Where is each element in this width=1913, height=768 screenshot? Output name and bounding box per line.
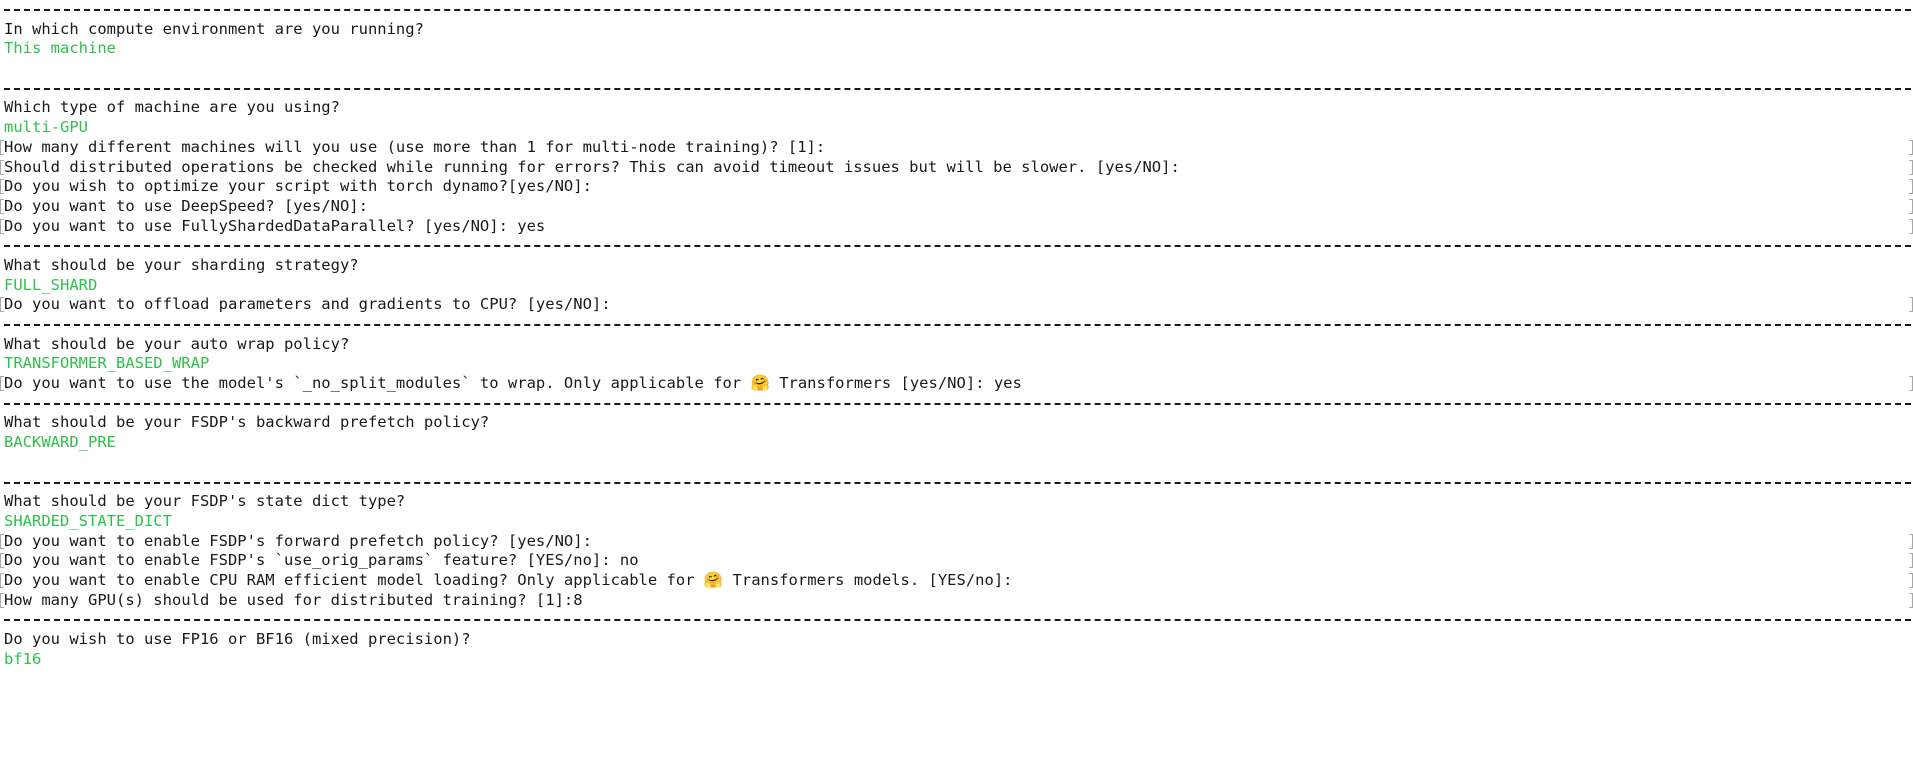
prompt-line-text: Do you want to use DeepSpeed? [yes/NO]: bbox=[4, 196, 368, 215]
prompt-line: Do you want to enable FSDP's `use_orig_p… bbox=[0, 551, 1913, 571]
prompt-line: Do you want to use DeepSpeed? [yes/NO]: bbox=[0, 197, 1913, 217]
prompt-text-tail: Transformers models. [YES/no]: bbox=[723, 570, 1013, 589]
prompt-line-text: How many GPU(s) should be used for distr… bbox=[4, 590, 583, 609]
prompt-line-text: Do you want to use FullyShardedDataParal… bbox=[4, 216, 546, 235]
wrap-marker-right-icon bbox=[1909, 572, 1913, 588]
wrap-marker-right-icon bbox=[1909, 376, 1913, 392]
prompt-line-text: How many different machines will you use… bbox=[4, 137, 826, 156]
wrap-marker-right-icon bbox=[1909, 533, 1913, 549]
question-text-text: In which compute environment are you run… bbox=[4, 19, 424, 38]
wrap-marker-right-icon bbox=[1909, 198, 1913, 214]
wrap-marker-left-icon bbox=[0, 297, 4, 313]
prompt-line: Do you wish to optimize your script with… bbox=[0, 177, 1913, 197]
prompt-line-text: Do you wish to optimize your script with… bbox=[4, 177, 592, 196]
separator-rule bbox=[0, 394, 1913, 414]
prompt-line: Do you want to use FullyShardedDataParal… bbox=[0, 217, 1913, 237]
separator-rule bbox=[0, 610, 1913, 630]
selected-answer-text: SHARDED_STATE_DICT bbox=[4, 511, 172, 530]
wrap-marker-left-icon bbox=[0, 533, 4, 549]
selected-answer: TRANSFORMER_BASED_WRAP bbox=[0, 354, 1913, 374]
wrap-marker-left-icon bbox=[0, 376, 4, 392]
wrap-marker-left-icon bbox=[0, 139, 4, 155]
selected-answer-text: This machine bbox=[4, 39, 116, 58]
separator-dashes bbox=[4, 87, 1911, 90]
question-text-text: What should be your sharding strategy? bbox=[4, 255, 359, 274]
prompt-text: Do you want to enable CPU RAM efficient … bbox=[4, 570, 704, 589]
wrap-marker-left-icon bbox=[0, 553, 4, 569]
blank-line bbox=[0, 453, 1913, 473]
separator-rule bbox=[0, 315, 1913, 335]
selected-answer: This machine bbox=[0, 39, 1913, 59]
separator-dashes bbox=[4, 245, 1911, 248]
separator-rule bbox=[0, 473, 1913, 493]
wrap-marker-right-icon bbox=[1909, 159, 1913, 175]
wrap-marker-right-icon bbox=[1909, 297, 1913, 313]
question-text-text: Which type of machine are you using? bbox=[4, 98, 340, 117]
question-text-text: What should be your FSDP's backward pref… bbox=[4, 413, 490, 432]
hugging-face-icon: 🤗 bbox=[750, 374, 770, 393]
wrap-marker-right-icon bbox=[1909, 592, 1913, 608]
prompt-line: How many different machines will you use… bbox=[0, 138, 1913, 158]
wrap-marker-left-icon bbox=[0, 159, 4, 175]
prompt-line-text: Should distributed operations be checked… bbox=[4, 157, 1180, 176]
wrap-marker-left-icon bbox=[0, 592, 4, 608]
question-text: What should be your FSDP's state dict ty… bbox=[0, 492, 1913, 512]
wrap-marker-right-icon bbox=[1909, 553, 1913, 569]
prompt-line: Do you want to offload parameters and gr… bbox=[0, 295, 1913, 315]
wrap-marker-left-icon bbox=[0, 218, 4, 234]
question-text: Do you wish to use FP16 or BF16 (mixed p… bbox=[0, 630, 1913, 650]
hugging-face-icon: 🤗 bbox=[703, 570, 724, 589]
selected-answer: FULL_SHARD bbox=[0, 276, 1913, 296]
question-text: What should be your FSDP's backward pref… bbox=[0, 413, 1913, 433]
wrap-marker-right-icon bbox=[1909, 179, 1913, 195]
selected-answer: BACKWARD_PRE bbox=[0, 433, 1913, 453]
wrap-marker-left-icon bbox=[0, 179, 4, 195]
prompt-line: Do you want to enable FSDP's forward pre… bbox=[0, 532, 1913, 552]
blank-line bbox=[0, 59, 1913, 79]
prompt-line-text: Do you want to enable FSDP's forward pre… bbox=[4, 531, 592, 550]
prompt-line: How many GPU(s) should be used for distr… bbox=[0, 591, 1913, 611]
separator-rule bbox=[0, 0, 1913, 20]
selected-answer: multi-GPU bbox=[0, 118, 1913, 138]
separator-dashes bbox=[4, 402, 1911, 405]
selected-answer-text: multi-GPU bbox=[4, 118, 88, 137]
separator-dashes bbox=[4, 481, 1911, 484]
selected-answer: SHARDED_STATE_DICT bbox=[0, 512, 1913, 532]
separator-dashes bbox=[4, 619, 1911, 622]
question-text-text: Do you wish to use FP16 or BF16 (mixed p… bbox=[4, 630, 471, 648]
question-text: What should be your sharding strategy? bbox=[0, 256, 1913, 276]
prompt-line: Should distributed operations be checked… bbox=[0, 158, 1913, 178]
question-text-text: What should be your auto wrap policy? bbox=[4, 334, 350, 353]
prompt-line: Do you want to use the model's `_no_spli… bbox=[0, 374, 1913, 394]
prompt-line: Do you want to enable CPU RAM efficient … bbox=[0, 571, 1913, 591]
selected-answer-text: FULL_SHARD bbox=[4, 275, 98, 294]
wrap-marker-right-icon bbox=[1909, 139, 1913, 155]
separator-dashes bbox=[4, 324, 1911, 326]
separator-dashes bbox=[4, 9, 1911, 11]
separator-rule bbox=[0, 236, 1913, 256]
wrap-marker-left-icon bbox=[0, 198, 4, 214]
question-text: Which type of machine are you using? bbox=[0, 98, 1913, 118]
prompt-line-text: Do you want to enable FSDP's `use_orig_p… bbox=[4, 551, 639, 570]
selected-answer-text: TRANSFORMER_BASED_WRAP bbox=[4, 354, 210, 373]
selected-answer-text: BACKWARD_PRE bbox=[4, 433, 116, 452]
question-text-text: What should be your FSDP's state dict ty… bbox=[4, 492, 406, 511]
question-text: In which compute environment are you run… bbox=[0, 20, 1913, 40]
prompt-text: Do you want to use the model's `_no_spli… bbox=[4, 374, 751, 393]
prompt-line-text: Do you want to offload parameters and gr… bbox=[4, 295, 611, 314]
selected-answer-text: bf16 bbox=[4, 649, 42, 668]
selected-answer: bf16 bbox=[0, 650, 1913, 670]
separator-rule bbox=[0, 79, 1913, 99]
question-text: What should be your auto wrap policy? bbox=[0, 335, 1913, 355]
wrap-marker-left-icon bbox=[0, 572, 4, 588]
wrap-marker-right-icon bbox=[1909, 218, 1913, 234]
prompt-text-tail: Transformers [yes/NO]: yes bbox=[769, 374, 1022, 393]
